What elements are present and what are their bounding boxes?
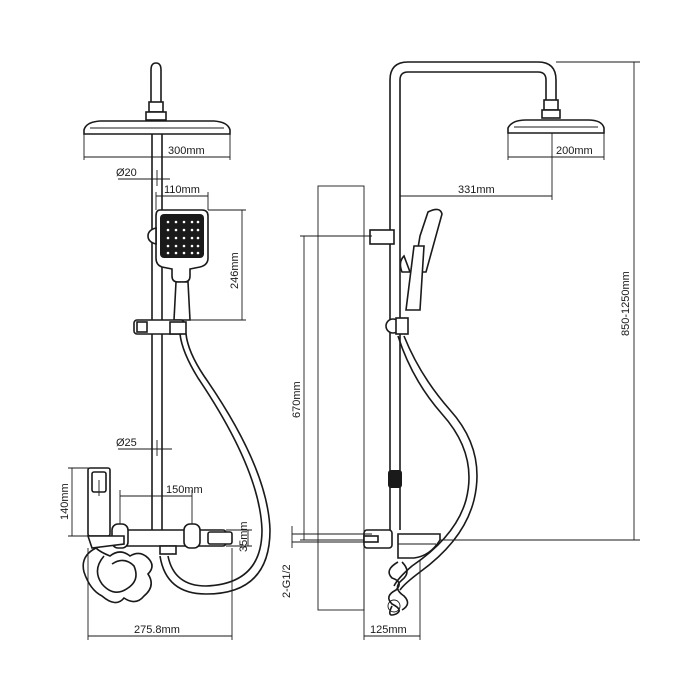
- dim-total-width: 275.8mm: [134, 624, 180, 636]
- side-shower-arm-outer: [389, 61, 557, 240]
- front-handshower-nozzles: [166, 220, 200, 255]
- front-slider-knob: [136, 321, 148, 333]
- front-rain-shower-head: [83, 120, 231, 135]
- side-head-connector: [543, 99, 559, 111]
- side-mixer-inlet: [363, 535, 379, 543]
- dim-wall-offset: 125mm: [370, 624, 407, 636]
- front-head-connector: [148, 101, 164, 113]
- dim-arm-length: 331mm: [458, 184, 495, 196]
- front-shower-hose-inner: [159, 333, 271, 595]
- dim-pipe-dia-lower: Ø25: [116, 437, 137, 449]
- side-handshower-body: [405, 245, 425, 311]
- dim-handset-width: 110mm: [164, 184, 200, 196]
- side-bidet-coil-end: [387, 599, 401, 613]
- front-slider-holder: [169, 321, 187, 335]
- side-handshower-grip: [399, 254, 412, 273]
- front-handshower-nozzle-face: [160, 214, 204, 258]
- side-rain-shower-head: [507, 119, 605, 134]
- side-view: 200mm 331mm 850-1250mm 670mm: [281, 61, 640, 640]
- front-shower-arm-stub: [150, 62, 162, 108]
- dim-riser-height: 670mm: [291, 381, 303, 418]
- front-handshower-side-button: [147, 226, 157, 246]
- front-head-neck: [145, 111, 167, 121]
- side-shower-arm-inner: [399, 71, 547, 240]
- front-mixer-handle: [207, 531, 233, 545]
- dim-inlet-thread: 2-G1/2: [281, 564, 293, 598]
- dim-head-width-front: 300mm: [168, 145, 205, 157]
- side-diverter-knob: [388, 470, 402, 488]
- front-mixer-valve-right: [183, 523, 201, 549]
- dim-mixer-height: 35mm: [238, 521, 250, 552]
- side-wall: [317, 185, 365, 611]
- front-shower-hose-outer: [167, 333, 263, 587]
- dim-handset-height: 246mm: [229, 252, 241, 289]
- dim-mixer-center: 150mm: [166, 484, 203, 496]
- front-mixer-outlet: [159, 545, 177, 555]
- side-head-neck: [541, 109, 561, 119]
- front-handshower-handle: [173, 281, 191, 321]
- side-shelf: [397, 533, 441, 559]
- side-wall-bracket: [369, 229, 395, 245]
- front-view: 300mm Ø20 110mm 246mm: [59, 62, 271, 640]
- dim-head-width-side: 200mm: [556, 145, 593, 157]
- front-bidet-coiled-hose: [82, 547, 153, 604]
- side-slider-holder: [395, 317, 409, 335]
- dim-total-height: 850-1250mm: [620, 271, 632, 336]
- dim-pipe-dia-upper: Ø20: [116, 167, 137, 179]
- dim-shelf-height: 140mm: [59, 483, 71, 520]
- side-shower-hose-outer: [399, 335, 478, 591]
- side-bidet-coiled-hose: [388, 561, 409, 616]
- front-shelf: [86, 535, 125, 549]
